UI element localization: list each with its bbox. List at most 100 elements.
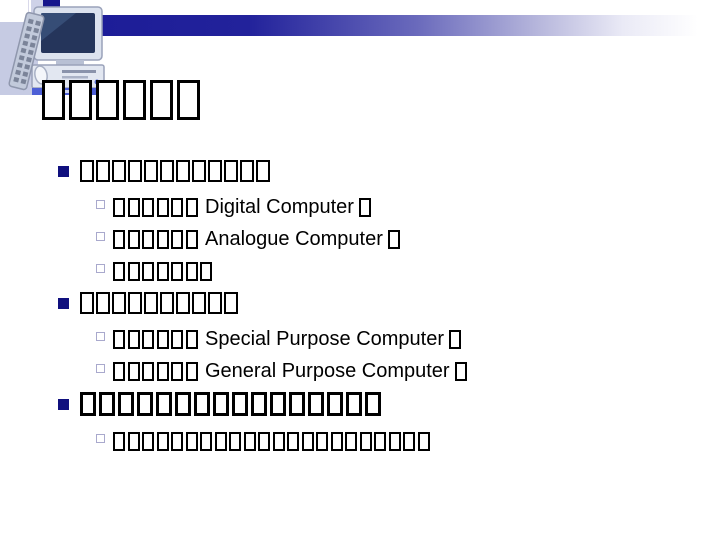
bullet-line [113,432,432,451]
bullet-line: Analogue Computer [113,228,402,251]
tofu-missing-glyph [142,432,154,451]
bullet-row-2: Digital Computer [96,196,720,219]
tofu-missing-glyph [96,160,110,182]
tofu-missing-glyph [185,198,198,217]
tofu-missing-glyph [403,432,415,451]
tofu-missing-glyph [69,80,92,120]
desktop-computer-clipart-icon [4,3,106,101]
tofu-missing-glyph [358,198,371,217]
tofu-missing-glyph [200,262,212,281]
level2-bullet-icon [96,200,105,209]
latin-term-text: General Purpose Computer [205,360,450,382]
latin-term-text: Special Purpose Computer [205,328,445,350]
decor-square-navy [43,0,60,10]
tofu-missing-glyph [270,392,286,416]
tofu-missing-glyph [272,432,285,451]
tofu-missing-glyph [137,392,153,416]
tofu-missing-glyph [346,392,362,416]
tofu-missing-glyph [208,160,222,182]
tofu-missing-glyph [449,330,462,349]
tofu-missing-glyph [80,292,94,314]
tofu-missing-glyph [194,392,210,416]
tofu-missing-glyph [113,198,125,217]
bullet-line [80,392,384,416]
tofu-missing-glyph [208,292,222,314]
tofu-missing-glyph [142,362,154,381]
bullet-row-9 [96,430,720,453]
tofu-missing-glyph [171,230,183,249]
tofu-missing-glyph [224,292,238,314]
slide-body: Digital Computer Analogue Computer Speci… [0,160,720,462]
level2-bullet-icon [96,364,105,373]
tofu-missing-glyph [185,230,198,249]
tofu-missing-glyph [365,392,381,416]
bullet-row-1 [58,160,720,182]
bullet-line [80,160,272,182]
tofu-missing-glyph [160,160,174,182]
bullet-row-5 [58,292,720,314]
bullet-line: Digital Computer [113,196,373,219]
bullet-line [80,292,240,314]
tofu-missing-glyph [156,392,172,416]
tofu-missing-glyph [144,160,158,182]
tofu-missing-glyph [232,392,248,416]
tofu-missing-glyph [80,392,96,416]
level2-bullet-icon [96,332,105,341]
tofu-missing-glyph [142,198,154,217]
bullet-line: Special Purpose Computer [113,328,464,351]
latin-term-text: Digital Computer [205,196,354,218]
tofu-missing-glyph [251,392,267,416]
slide-title [42,80,204,120]
tofu-missing-glyph [127,330,140,349]
tofu-missing-glyph [185,362,198,381]
tofu-missing-glyph [127,262,140,281]
tofu-missing-glyph [127,198,140,217]
tofu-missing-glyph [156,262,169,281]
tofu-missing-glyph [113,432,125,451]
level2-bullet-icon [96,232,105,241]
bullet-row-4 [96,260,720,283]
tofu-missing-glyph [345,432,357,451]
tofu-missing-glyph [128,292,142,314]
title-banner-gradient [74,15,698,36]
bullet-row-3: Analogue Computer [96,228,720,251]
level2-bullet-icon [96,434,105,443]
tofu-missing-glyph [417,432,430,451]
tofu-missing-glyph [287,432,299,451]
tofu-missing-glyph [175,392,191,416]
tofu-missing-glyph [192,292,206,314]
tofu-missing-glyph [229,432,241,451]
tofu-missing-glyph [301,432,314,451]
tofu-missing-glyph [171,330,183,349]
tofu-missing-glyph [185,432,198,451]
tofu-missing-glyph [42,80,65,120]
tofu-missing-glyph [128,160,142,182]
bullet-row-7: General Purpose Computer [96,360,720,383]
tofu-missing-glyph [113,262,125,281]
tofu-missing-glyph [192,160,206,182]
tofu-missing-glyph [330,432,343,451]
bullet-line [113,262,215,281]
tofu-missing-glyph [142,230,154,249]
tofu-missing-glyph [171,262,183,281]
tofu-missing-glyph [113,330,125,349]
tofu-missing-glyph [96,292,110,314]
tofu-missing-glyph [185,262,198,281]
tofu-missing-glyph [213,392,229,416]
tofu-missing-glyph [171,198,183,217]
tofu-missing-glyph [142,262,154,281]
tofu-missing-glyph [156,198,169,217]
tofu-missing-glyph [150,80,173,120]
bullet-line: General Purpose Computer [113,360,469,383]
tofu-missing-glyph [224,160,238,182]
tofu-missing-glyph [156,362,169,381]
tofu-missing-glyph [177,80,200,120]
tofu-missing-glyph [258,432,270,451]
tofu-missing-glyph [171,432,183,451]
tofu-missing-glyph [240,160,254,182]
tofu-missing-glyph [80,160,94,182]
tofu-missing-glyph [118,392,134,416]
latin-term-text: Analogue Computer [205,228,383,250]
tofu-missing-glyph [176,160,190,182]
